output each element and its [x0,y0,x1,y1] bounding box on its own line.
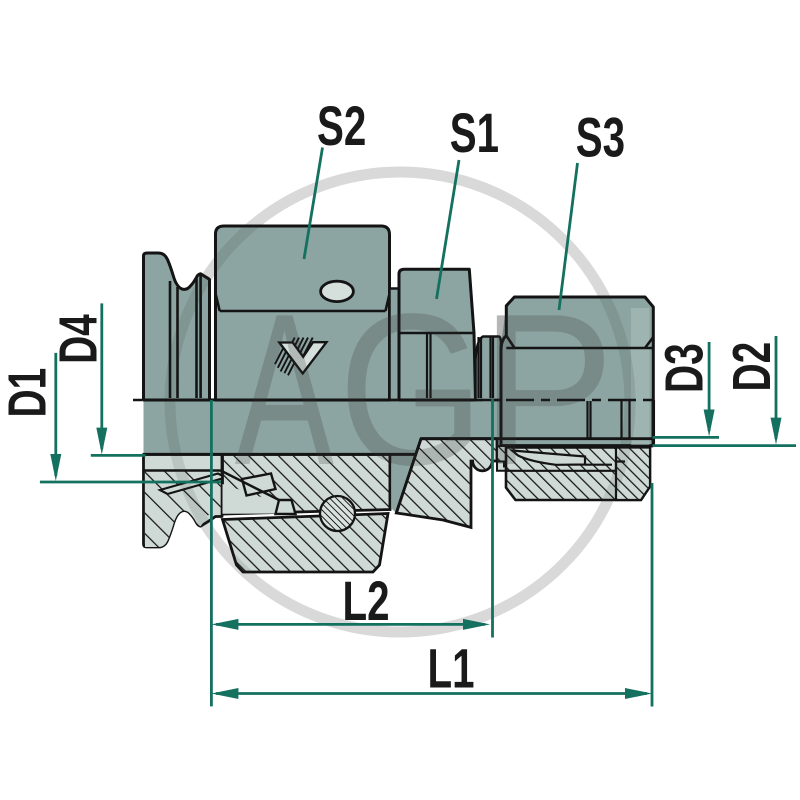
svg-text:A: A [235,270,335,511]
svg-text:S2: S2 [317,96,366,158]
svg-text:P: P [480,269,614,510]
svg-text:D4: D4 [47,314,108,364]
svg-text:S1: S1 [450,103,499,165]
svg-text:L2: L2 [343,571,390,633]
svg-text:L1: L1 [428,638,475,700]
svg-text:G: G [338,269,484,510]
svg-text:D2: D2 [721,342,782,392]
svg-text:D1: D1 [0,368,57,418]
svg-text:D3: D3 [653,343,714,393]
svg-text:S3: S3 [576,107,625,169]
